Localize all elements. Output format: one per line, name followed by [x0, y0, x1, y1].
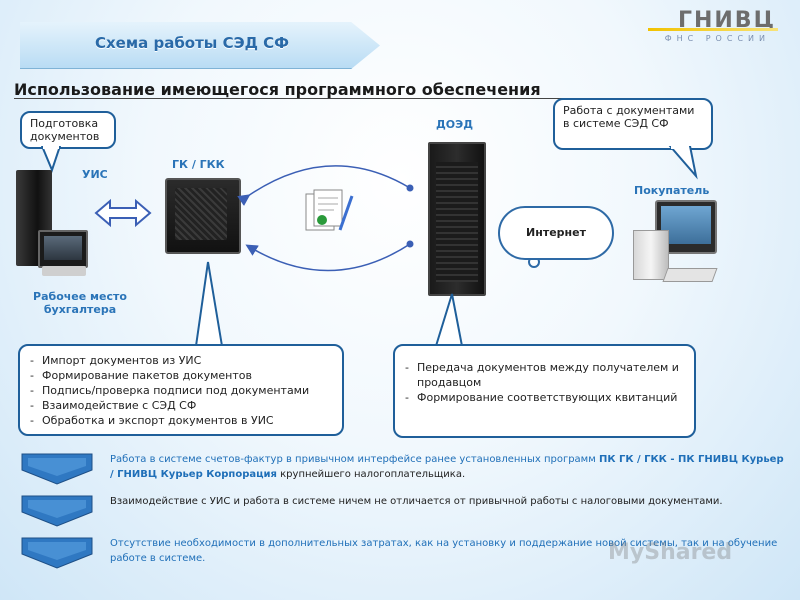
documents-signature-icon [305, 189, 354, 231]
note-1-part2: крупнейшего налогоплательщика. [276, 469, 466, 480]
label-workstation-line1: Рабочее место [33, 290, 127, 303]
list-item: Импорт документов из УИС [28, 353, 334, 368]
workstation-keyboard-icon [42, 266, 86, 276]
label-workstation-line2: бухгалтера [43, 303, 117, 316]
doed-server-rack-icon [428, 142, 486, 296]
label-gk-gkk: ГК / ГКК [172, 158, 225, 171]
watermark: MyShared [608, 540, 733, 565]
chevron-down-icon [21, 537, 93, 569]
callout-preparation-text: Подготовка документов [30, 117, 100, 143]
logo-underline [648, 28, 778, 31]
chevron-down-icon [21, 495, 93, 527]
note-1-bold: ПК ГК / ГКК - ПК ГНИВЦ Курьер / ГНИВЦ Ку… [110, 454, 784, 480]
note-2: Взаимодействие с УИС и работа в системе … [110, 496, 723, 507]
list-item: Обработка и экспорт документов в УИС [28, 413, 334, 428]
slide-title: Схема работы СЭД СФ [95, 34, 290, 52]
internet-label: Интернет [526, 226, 586, 239]
doed-functions-box: Передача документов между получателем и … [393, 344, 696, 438]
list-item: Формирование пакетов документов [28, 368, 334, 383]
list-item: Взаимодействие с СЭД СФ [28, 398, 334, 413]
list-item: Передача документов между получателем и … [403, 360, 686, 390]
internet-cloud-icon [498, 206, 614, 260]
chevron-down-icon [21, 453, 93, 485]
callout-preparation-tail [40, 146, 62, 173]
callout-preparation: Подготовка документов [20, 111, 116, 149]
label-uis: УИС [82, 168, 108, 181]
gk-server-icon [165, 178, 241, 254]
workstation-monitor-icon [38, 230, 88, 268]
note-3: Отсутствие необходимости в дополнительны… [110, 538, 778, 564]
double-arrow-uis-gk [94, 198, 152, 228]
callout-work-sed-tail [668, 146, 698, 180]
main-title: Использование имеющегося программного об… [14, 80, 541, 99]
note-1: Работа в системе счетов-фактур в привычн… [110, 452, 786, 482]
buyer-tower-icon [633, 230, 669, 280]
main-title-underline [14, 98, 574, 99]
label-doed: ДОЭД [436, 118, 474, 131]
gk-functions-box: Импорт документов из УИС Формирование па… [18, 344, 344, 436]
title-banner [20, 22, 380, 69]
label-buyer: Покупатель [634, 184, 710, 197]
label-workstation: Рабочее место бухгалтера [20, 290, 140, 316]
note-1-part1: Работа в системе счетов-фактур в привычн… [110, 454, 599, 465]
callout-work-sed-text: Работа с документами в системе СЭД СФ [563, 104, 695, 130]
list-item: Подпись/проверка подписи под документами [28, 383, 334, 398]
callout-work-sed: Работа с документами в системе СЭД СФ [553, 98, 713, 150]
list-item: Формирование соответствующих квитанций [403, 390, 686, 405]
logo-subtitle: ФНС РОССИИ [664, 34, 770, 43]
